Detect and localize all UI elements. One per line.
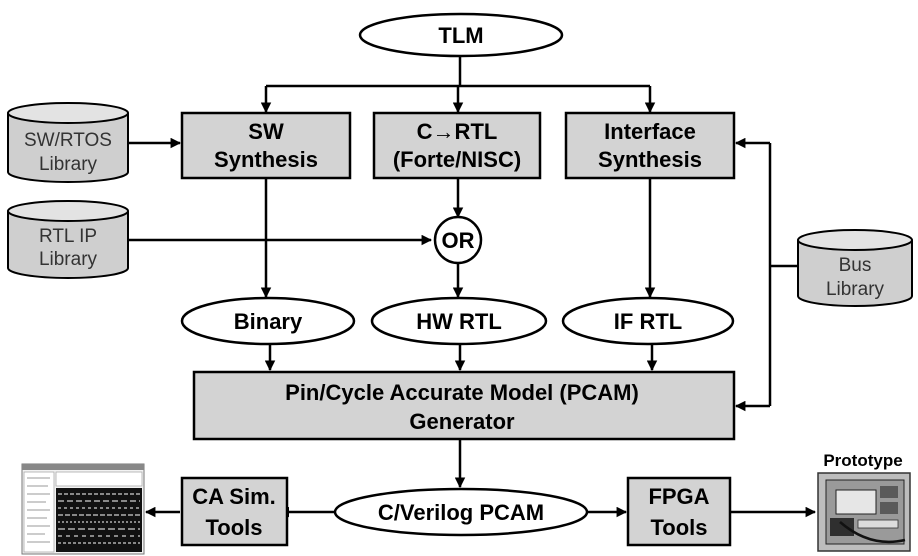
svg-text:Library: Library xyxy=(39,249,98,270)
interface-synthesis-box: Interface Synthesis xyxy=(564,111,736,180)
prototype-board-image: Prototype xyxy=(817,451,911,552)
svg-text:SW/RTOS: SW/RTOS xyxy=(24,130,112,151)
svg-text:C/Verilog PCAM: C/Verilog PCAM xyxy=(378,500,544,525)
binary-node: Binary xyxy=(180,296,356,346)
svg-text:Synthesis: Synthesis xyxy=(214,147,318,172)
svg-text:TLM: TLM xyxy=(438,23,483,48)
svg-text:Pin/Cycle Accurate Model (PCAM: Pin/Cycle Accurate Model (PCAM) xyxy=(285,380,639,405)
bus-library-cylinder: Bus Library xyxy=(797,229,913,307)
or-node: OR xyxy=(433,215,483,265)
svg-text:HW RTL: HW RTL xyxy=(416,309,502,334)
svg-text:Generator: Generator xyxy=(409,409,515,434)
svg-text:(Forte/NISC): (Forte/NISC) xyxy=(393,147,521,172)
svg-text:CA Sim.: CA Sim. xyxy=(192,484,276,509)
hw-rtl-node: HW RTL xyxy=(370,296,548,346)
connector-lines xyxy=(128,56,817,518)
svg-text:Tools: Tools xyxy=(205,515,262,540)
simulator-screenshot-image xyxy=(21,463,145,555)
rtl-ip-library-cylinder: RTL IP Library xyxy=(7,200,129,279)
svg-text:Prototype: Prototype xyxy=(823,451,902,470)
svg-text:OR: OR xyxy=(442,228,475,253)
svg-text:Binary: Binary xyxy=(234,309,303,334)
tlm-node: TLM xyxy=(358,12,564,58)
sw-synthesis-box: SW Synthesis xyxy=(180,111,352,180)
sw-rtos-library-cylinder: SW/RTOS Library xyxy=(7,102,129,183)
svg-text:IF RTL: IF RTL xyxy=(614,309,682,334)
svg-text:Bus: Bus xyxy=(839,255,872,276)
svg-text:Library: Library xyxy=(39,154,98,175)
svg-text:Synthesis: Synthesis xyxy=(598,147,702,172)
cverilog-pcam-node: C/Verilog PCAM xyxy=(333,487,589,537)
svg-text:Interface: Interface xyxy=(604,119,696,144)
svg-text:C→RTL: C→RTL xyxy=(417,119,498,144)
svg-text:Tools: Tools xyxy=(650,515,707,540)
svg-text:SW: SW xyxy=(248,119,284,144)
fpga-tools-box: FPGA Tools xyxy=(626,476,732,547)
svg-text:Library: Library xyxy=(826,279,885,300)
pcam-generator-box: Pin/Cycle Accurate Model (PCAM) Generato… xyxy=(192,370,736,441)
c-to-rtl-box: C→RTL (Forte/NISC) xyxy=(372,111,542,180)
if-rtl-node: IF RTL xyxy=(561,296,735,346)
svg-text:FPGA: FPGA xyxy=(648,484,709,509)
svg-text:RTL IP: RTL IP xyxy=(39,226,97,247)
ca-sim-tools-box: CA Sim. Tools xyxy=(180,476,289,547)
